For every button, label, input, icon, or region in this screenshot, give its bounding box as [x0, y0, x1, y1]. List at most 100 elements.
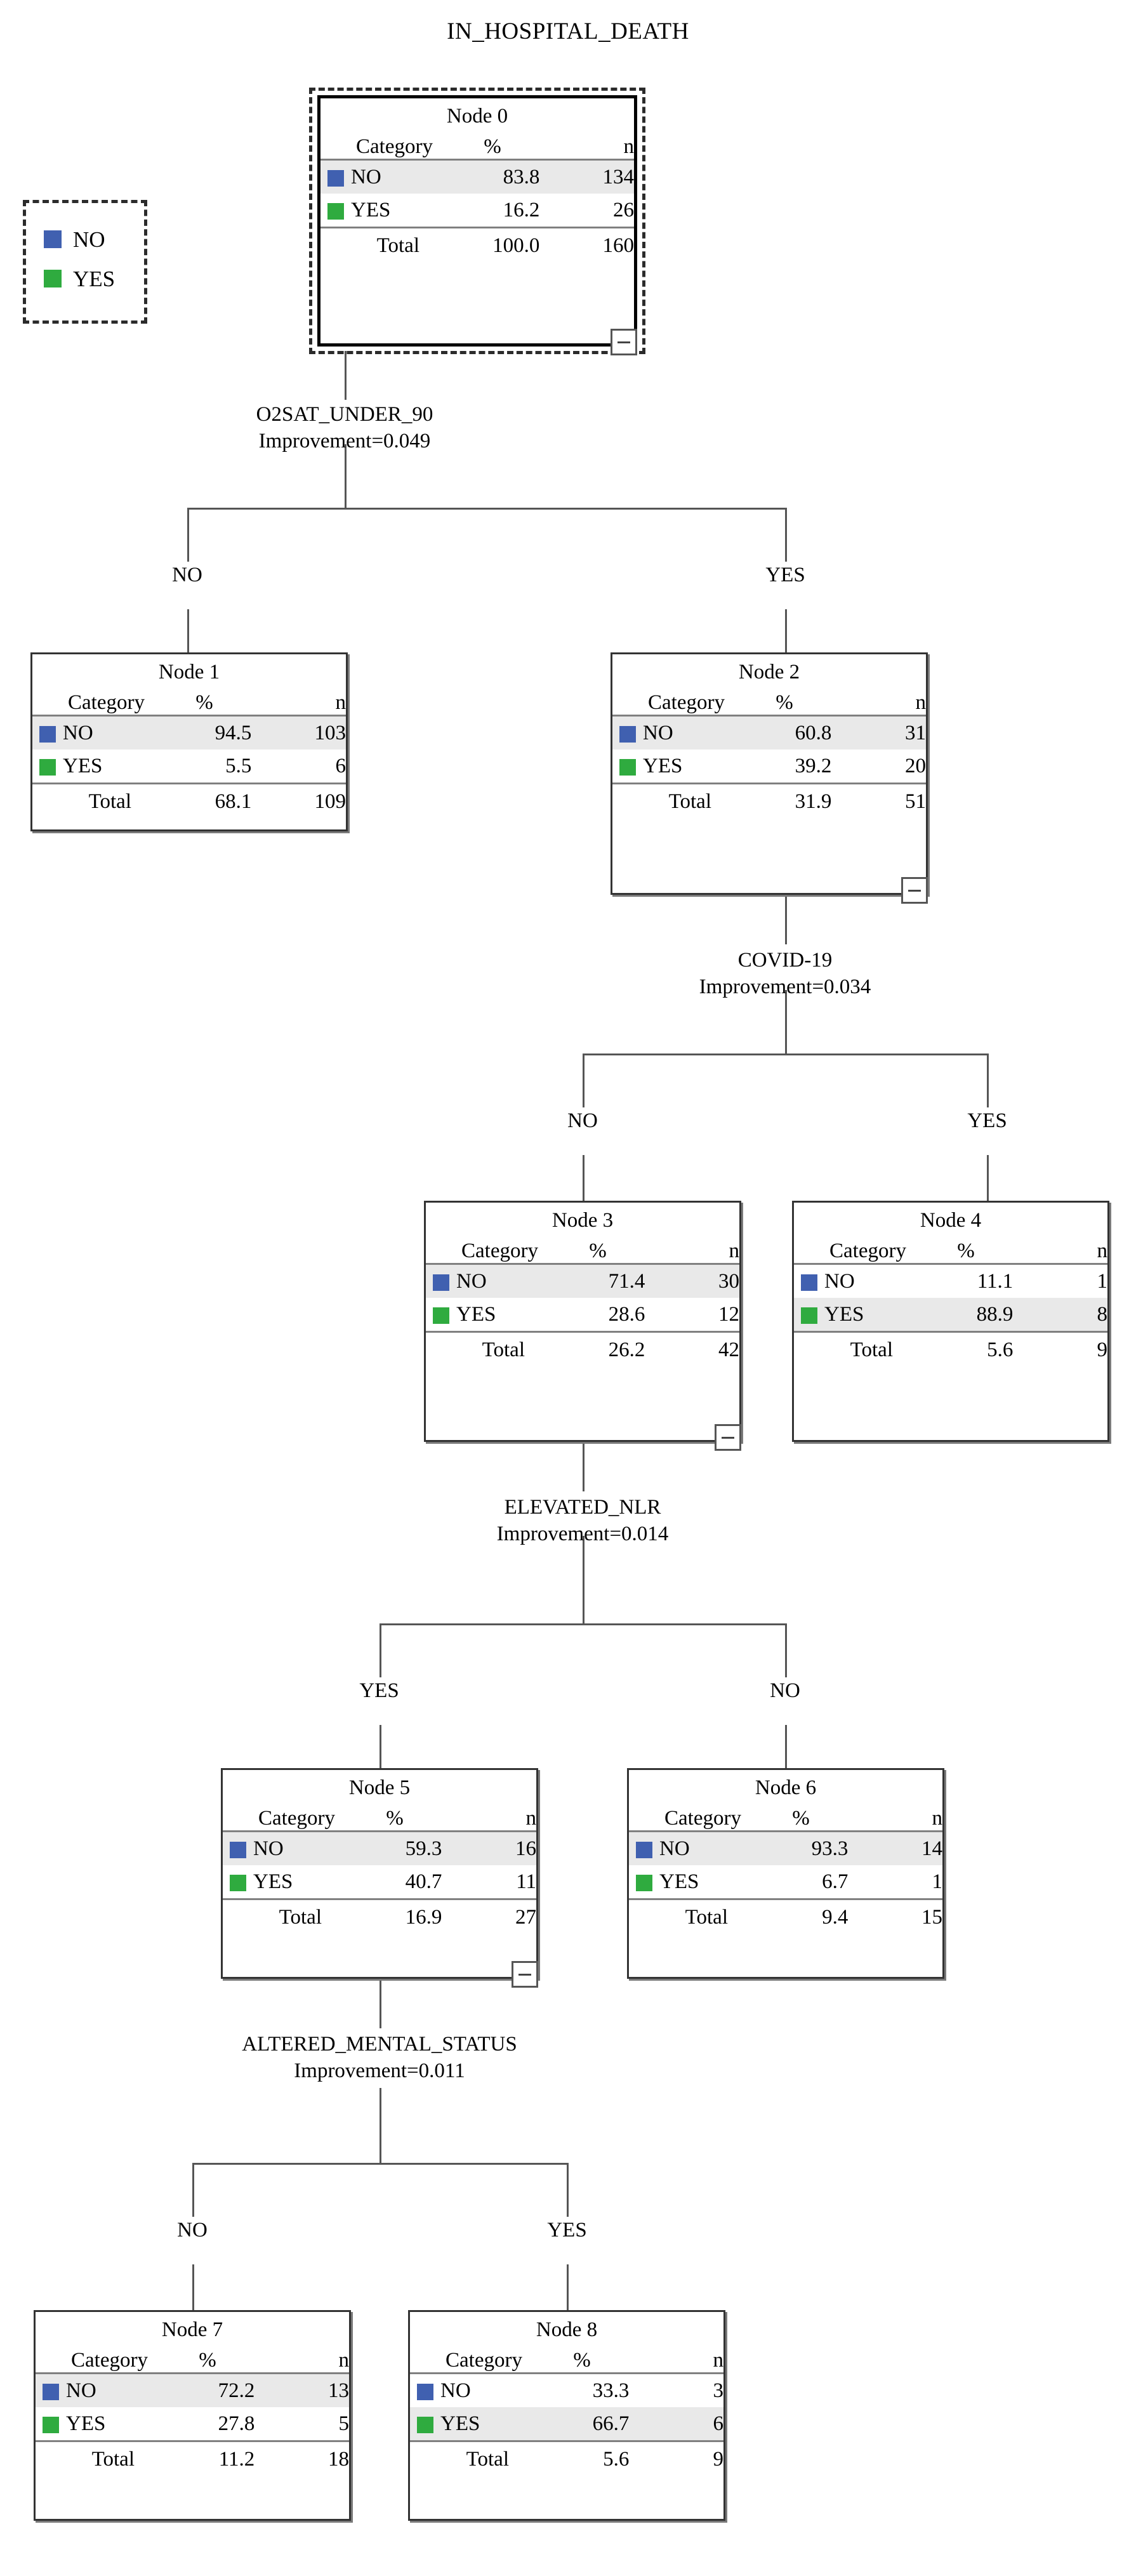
node-5-pct-yes: 40.7: [347, 1865, 442, 1900]
node-8-header-n: n: [629, 2344, 723, 2374]
node-0-n-yes: 26: [539, 194, 634, 228]
connector-split3-left: [380, 1623, 381, 1677]
connector-node4-in: [987, 1155, 989, 1201]
swatch-yes-icon: [39, 758, 56, 776]
node-6-label-yes: YES: [659, 1865, 754, 1900]
node-7[interactable]: Node 7 Category % n NO 72.2 13 YES 27.8 …: [34, 2310, 351, 2521]
node-2[interactable]: Node 2 Category % n NO 60.8 31 YES 39.2 …: [611, 652, 928, 895]
node-5-total-n: 27: [515, 1905, 536, 1929]
swatch-no-icon: [39, 725, 56, 743]
node-0-total-pct: 100.0: [492, 234, 540, 257]
node-7-header-percent: %: [160, 2344, 255, 2374]
node-6-table: Category % n NO 93.3 14 YES 6.7 1 Total …: [629, 1802, 942, 1934]
node-3-label-no: NO: [456, 1264, 551, 1298]
node-6-row-yes: YES 6.7 1: [629, 1865, 942, 1900]
node-0-collapse-button[interactable]: [611, 329, 637, 355]
node-6-title: Node 6: [755, 1776, 817, 1799]
connector-node7-in: [192, 2264, 194, 2310]
node-2-row-yes: YES 39.2 20: [612, 750, 926, 784]
node-5-header-percent: %: [347, 1802, 442, 1832]
swatch-yes-icon: [801, 1307, 817, 1324]
node-0-pct-no: 83.8: [445, 159, 540, 194]
node-3-n-no: 30: [645, 1264, 739, 1298]
node-8-total-label: Total: [466, 2447, 509, 2471]
node-1-label-no: NO: [63, 715, 157, 750]
node-3-collapse-button[interactable]: [715, 1424, 741, 1451]
node-8-row-no: NO 33.3 3: [410, 2374, 723, 2408]
node-7-total-pct: 11.2: [218, 2447, 255, 2471]
node-7-header-row: Category % n: [36, 2344, 349, 2374]
node-5-row-yes: YES 40.7 11: [223, 1865, 536, 1900]
node-5-header-row: Category % n: [223, 1802, 536, 1832]
connector-split5-right: [567, 2163, 569, 2217]
node-2-pct-yes: 39.2: [737, 750, 832, 784]
node-0[interactable]: Node 0 Category % n NO 83.8 134 YES 16.2…: [317, 95, 637, 347]
node-3-label-yes: YES: [456, 1298, 551, 1333]
node-7-n-no: 13: [254, 2373, 349, 2407]
node-8-header-category: Category: [440, 2344, 535, 2374]
node-6-n-yes: 1: [848, 1865, 942, 1900]
connector-node5-in: [380, 1725, 381, 1768]
node-5-label-yes: YES: [253, 1865, 348, 1900]
node-2-n-yes: 20: [831, 750, 926, 784]
node-6-label-no: NO: [659, 1831, 754, 1865]
node-1-title: Node 1: [158, 661, 220, 684]
split-improvement-altered-mental-status: Improvement=0.011: [294, 2059, 465, 2083]
node-2-collapse-button[interactable]: [901, 877, 928, 904]
node-5-label-no: NO: [253, 1831, 348, 1865]
branch-label-node5-left: NO: [177, 2219, 208, 2242]
swatch-yes-icon: [636, 1874, 652, 1891]
node-3-total-n: 42: [718, 1338, 739, 1361]
node-7-label-no: NO: [66, 2373, 161, 2407]
node-4[interactable]: Node 4 Category % n NO 11.1 1 YES 88.9 8…: [792, 1201, 1109, 1442]
node-1-header-category: Category: [63, 687, 157, 717]
node-2-label-no: NO: [643, 715, 737, 750]
connector-node0-stem: [345, 351, 347, 400]
node-5-collapse-button[interactable]: [512, 1961, 538, 1988]
node-3[interactable]: Node 3 Category % n NO 71.4 30 YES 28.6 …: [424, 1201, 741, 1442]
node-8[interactable]: Node 8 Category % n NO 33.3 3 YES 66.7 6…: [408, 2310, 725, 2521]
node-2-n-no: 31: [831, 715, 926, 750]
connector-node3-stem: [583, 1442, 585, 1491]
node-1-pct-no: 94.5: [157, 715, 252, 750]
split-label-node5: ALTERED_MENTAL_STATUS Improvement=0.011: [167, 2031, 592, 2084]
node-2-total-pct: 31.9: [795, 789, 832, 813]
node-5-row-total: Total 16.9 27: [223, 1899, 536, 1935]
swatch-yes-icon: [417, 2416, 433, 2433]
node-0-swatch-no-cell: [320, 159, 351, 194]
node-8-row-total: Total 5.6 9: [410, 2441, 723, 2477]
node-6-pct-no: 93.3: [753, 1831, 849, 1865]
branch-label-node0-right: YES: [765, 564, 805, 586]
page-title: IN_HOSPITAL_DEATH: [447, 18, 689, 44]
node-2-table: Category % n NO 60.8 31 YES 39.2 20 Tota…: [612, 687, 926, 819]
node-7-pct-yes: 27.8: [160, 2407, 255, 2442]
node-1-n-no: 103: [251, 715, 346, 750]
node-4-n-yes: 8: [1013, 1298, 1107, 1333]
node-5-table: Category % n NO 59.3 16 YES 40.7 11 Tota…: [223, 1802, 536, 1934]
node-5[interactable]: Node 5 Category % n NO 59.3 16 YES 40.7 …: [221, 1768, 538, 1979]
node-2-title: Node 2: [738, 661, 800, 684]
node-1[interactable]: Node 1 Category % n NO 94.5 103 YES 5.5 …: [30, 652, 348, 831]
connector-split2-bar: [583, 1054, 989, 1055]
legend-label-yes: YES: [73, 266, 116, 291]
node-5-header-n: n: [442, 1802, 536, 1832]
node-3-header-n: n: [645, 1235, 739, 1265]
node-6[interactable]: Node 6 Category % n NO 93.3 14 YES 6.7 1…: [627, 1768, 944, 1979]
node-1-row-yes: YES 5.5 6: [32, 750, 346, 784]
branch-label-node3-right: NO: [770, 1679, 800, 1702]
node-8-label-yes: YES: [440, 2407, 535, 2442]
split-improvement-o2sat: Improvement=0.049: [258, 430, 431, 453]
node-8-total-pct: 5.6: [603, 2447, 630, 2471]
node-8-title: Node 8: [536, 2318, 598, 2341]
legend-swatch-no: [44, 230, 62, 248]
node-0-header-row: Category % n: [320, 131, 634, 161]
node-0-total-n: 160: [602, 234, 635, 257]
node-7-title: Node 7: [161, 2318, 223, 2341]
node-5-title: Node 5: [348, 1776, 411, 1799]
node-1-row-no: NO 94.5 103: [32, 715, 346, 750]
connector-split2-left: [583, 1054, 585, 1107]
node-1-table: Category % n NO 94.5 103 YES 5.5 6 Total…: [32, 687, 346, 819]
node-4-label-yes: YES: [824, 1298, 919, 1333]
node-5-header-category: Category: [253, 1802, 348, 1832]
connector-node8-in: [567, 2264, 569, 2310]
